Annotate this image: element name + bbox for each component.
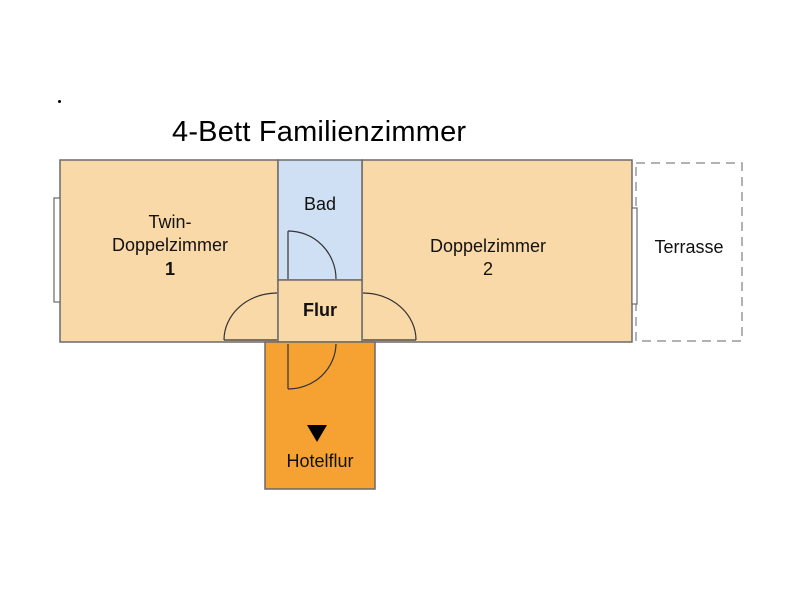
double-room-label-line1: Doppelzimmer <box>429 236 547 256</box>
twin-room-label-line1: Twin- <box>148 212 192 232</box>
twin-room-area <box>59 159 279 343</box>
window-left <box>53 197 61 303</box>
terrace-area <box>635 162 743 342</box>
double-room-number: 2 <box>482 259 493 280</box>
hotel-corridor-area <box>264 341 376 490</box>
entrance-door <box>287 343 337 390</box>
hotel-corridor-label: Hotelflur <box>286 451 354 471</box>
double-room-label: Doppelzimmer 2 <box>410 235 566 282</box>
hallway-label: Flur <box>303 300 337 320</box>
entrance-arrow-icon <box>307 425 327 442</box>
window-right <box>631 207 638 305</box>
bathroom-door <box>287 230 337 280</box>
twin-room-label: Twin- Doppelzimmer 1 <box>96 211 244 281</box>
twin-room-door <box>223 292 278 341</box>
stray-mark <box>58 100 61 103</box>
double-room-door <box>362 292 417 341</box>
plan-title: 4-Bett Familienzimmer <box>172 116 467 148</box>
twin-room-number: 1 <box>164 258 175 279</box>
bathroom-area <box>277 159 363 281</box>
twin-room-label-line2: Doppelzimmer <box>111 235 229 256</box>
terrace-label: Terrasse <box>654 237 724 257</box>
hallway-area <box>277 279 363 343</box>
bathroom-label: Bad <box>303 194 337 214</box>
